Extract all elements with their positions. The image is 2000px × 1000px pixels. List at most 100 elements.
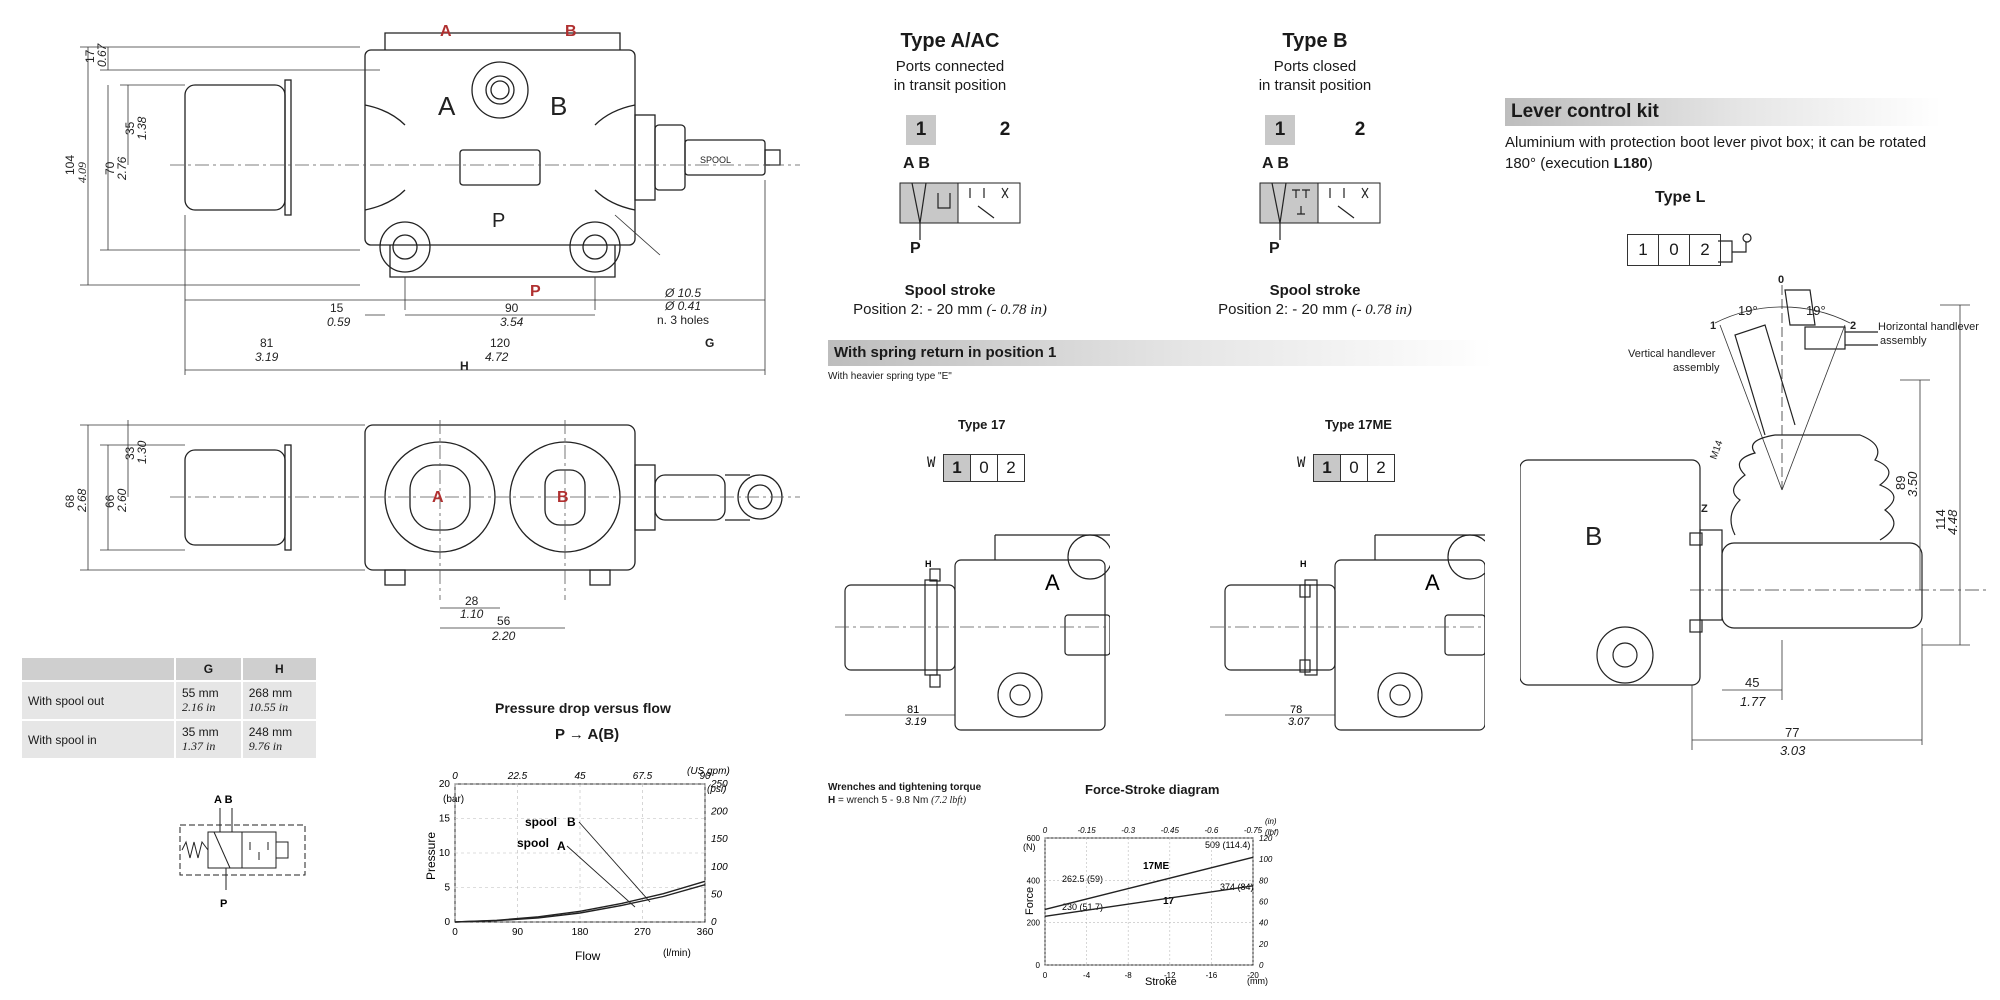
force-ann-1: 262.5 (59): [1062, 874, 1103, 884]
dim-104-in: 4.09: [75, 162, 89, 183]
y2-tick-label: 100: [711, 862, 728, 873]
force-xunit: (mm): [1247, 976, 1268, 986]
type-17me-dim: 78: [1290, 704, 1302, 716]
deg-left: 19°: [1738, 303, 1758, 318]
type-b-p: P: [1269, 240, 1280, 257]
x2-tick-label: 0: [452, 771, 458, 782]
symbol-ab: A B: [214, 794, 233, 806]
y-tick-label: 200: [1027, 919, 1041, 928]
type-17-dim: 81: [907, 704, 919, 716]
type-b-stroke: Position 2: - 20 mm (- 0.78 in): [1195, 301, 1435, 319]
dim-120-in: 4.72: [485, 350, 509, 364]
type-17-a: A: [1045, 570, 1060, 595]
dim-15-in: 0.59: [327, 315, 351, 329]
g-mm: 35 mm: [182, 725, 219, 739]
dim-56: 56: [497, 614, 511, 628]
type-b-sub1: Ports closed: [1273, 58, 1357, 75]
dim-68: 68: [63, 494, 77, 508]
x-tick-label: 180: [572, 927, 589, 938]
x2-tick-label: 67.5: [633, 771, 653, 782]
lever-handle-icon: [1718, 233, 1752, 263]
y2-tick-label: 150: [711, 834, 728, 845]
series-line: [1044, 856, 1254, 911]
pressure-xunit-top: (US gpm): [687, 766, 730, 777]
type-a-stroke-in: (- 0.78 in): [986, 302, 1047, 318]
dim-56-in: 2.20: [491, 629, 516, 643]
type-a-stroke-title: Spool stroke: [904, 282, 996, 299]
x2-tick-label: -0.15: [1077, 826, 1096, 835]
series-line: [454, 880, 706, 923]
port-a-label: A: [440, 23, 452, 40]
spring-return-note: With heavier spring type "E": [828, 371, 952, 382]
pressure-yunit: (bar): [443, 794, 464, 805]
x2-tick-label: 90: [699, 771, 711, 782]
y-tick-label: 10: [439, 848, 451, 859]
type-17-drawing: H A 81 3.19: [835, 534, 1110, 731]
y2-tick-label: 20: [1258, 940, 1268, 949]
dim-33: 33: [123, 446, 137, 460]
y-tick-label: 15: [439, 814, 451, 825]
vertical-handlever-2: assembly: [1673, 362, 1720, 374]
horizontal-handlever: Horizontal handlever: [1878, 321, 1979, 333]
spool-b-letter: B: [567, 815, 576, 829]
force-xlabel: Stroke: [1145, 976, 1177, 988]
lever-kit-exec: L180: [1613, 155, 1648, 172]
y2-tick-label: 80: [1259, 876, 1268, 885]
table-header-cell: [22, 658, 175, 681]
force-ann-2: 509 (114.4): [1205, 840, 1250, 850]
table-header-g: G: [174, 658, 242, 681]
force-ann-4: 374 (84): [1220, 882, 1254, 892]
row-label: With spool out: [22, 680, 175, 720]
dim-28-in: 1.10: [460, 607, 484, 621]
g-in: 1.37 in: [182, 739, 216, 753]
dim-66: 66: [103, 494, 117, 508]
y-tick-label: 5: [444, 883, 450, 894]
side-b-label: B: [557, 489, 569, 506]
type-17me-cells: 1 0 2: [1313, 454, 1395, 482]
type-b-title: Type B: [1282, 30, 1348, 52]
wrenches-torque-in: (7.2 lbft): [931, 795, 967, 806]
pressure-ylabel: Pressure: [424, 832, 438, 880]
type-17me-a: A: [1425, 570, 1440, 595]
cell-2: 2: [998, 454, 1025, 482]
port-p-label: P: [530, 283, 541, 300]
type-b-pos2: 2: [1354, 119, 1366, 140]
force-ylabel: Force: [1024, 887, 1036, 915]
type-17-dim-in: 3.19: [905, 716, 926, 728]
x2-tick-label: -0.3: [1121, 826, 1135, 835]
force-yunit: (N): [1023, 842, 1036, 852]
y2-tick-label: 60: [1259, 898, 1268, 907]
dim-h: H: [460, 359, 469, 373]
dim-90: 90: [505, 301, 519, 315]
h-mm: 268 mm: [248, 686, 293, 700]
dim-17: 17: [83, 49, 97, 63]
dim-hole-mm: Ø 10.5: [664, 286, 701, 300]
dim-89: 89: [1893, 476, 1908, 490]
cell-2: 2: [1368, 454, 1395, 482]
dim-77: 77: [1785, 725, 1799, 740]
pressure-chart: Pressure (bar) (psi) Flow (l/min) (US gp…: [424, 766, 730, 963]
y-tick-label: 600: [1027, 834, 1041, 843]
spool-b-label: spool: [525, 815, 557, 829]
dim-15: 15: [330, 301, 344, 315]
wrenches-title: Wrenches and tightening torque: [828, 782, 982, 793]
dim-81-in: 3.19: [255, 350, 279, 364]
dim-35-in: 1.38: [135, 116, 149, 140]
lever-kit-header: Lever control kit: [1505, 98, 1941, 126]
y2-tick-label: 0: [1259, 961, 1264, 970]
label-17: 17: [1163, 896, 1175, 907]
pressure-xlabel: Flow: [575, 949, 601, 963]
x-tick-label: -16: [1206, 971, 1218, 980]
type-b-stroke-in: (- 0.78 in): [1351, 302, 1412, 318]
cell-0: 0: [1341, 454, 1368, 482]
row-label: With spool in: [22, 719, 175, 758]
dim-17-in: 0.67: [95, 42, 109, 67]
x2-tick-label: -0.75: [1244, 826, 1263, 835]
force-y2unit: (lbf): [1265, 828, 1279, 837]
type-17-cells: 1 0 2: [943, 454, 1025, 482]
y2-tick-label: 50: [711, 889, 723, 900]
